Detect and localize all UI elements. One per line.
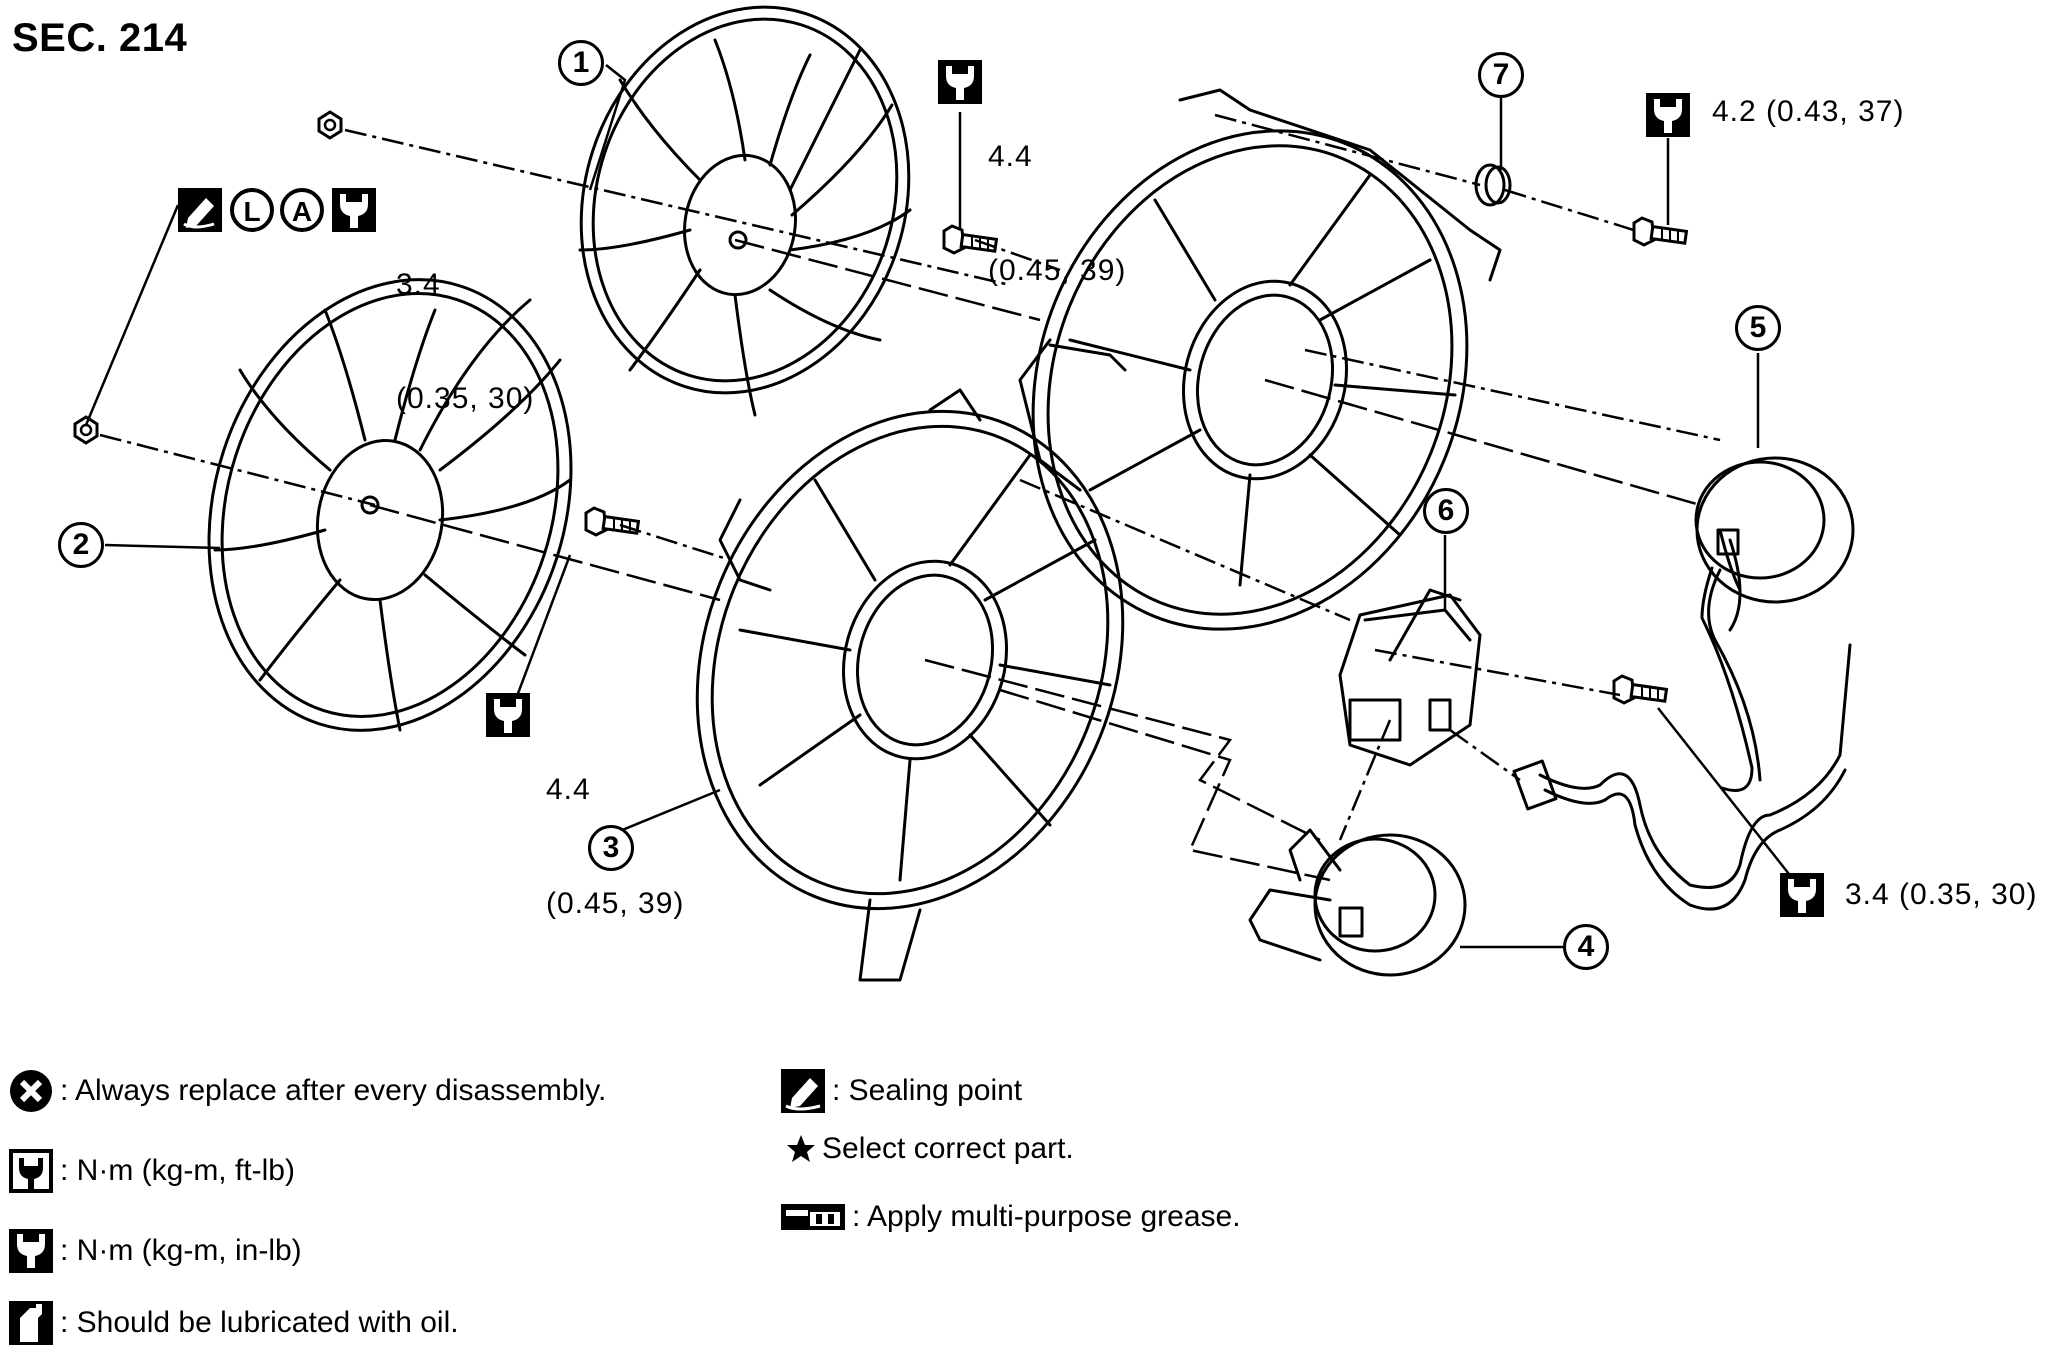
torque-units: (0.35, 30): [396, 382, 535, 415]
legend-replace: : Always replace after every disassembly…: [8, 1068, 606, 1114]
grease-gun-icon: [781, 1204, 845, 1230]
legend-text: : Should be lubricated with oil.: [60, 1306, 459, 1339]
legend-text: : Sealing point: [832, 1074, 1023, 1107]
torque-spec-resistor-bolt: 3.4 (0.35, 30): [1845, 878, 2038, 911]
torque-spec-lower-bolt: 4.4 (0.45, 39): [546, 695, 684, 961]
legend-text: : Always replace after every disassembly…: [60, 1074, 607, 1107]
star-icon: [787, 1135, 815, 1162]
fan-blade-1: [578, 5, 912, 417]
callout-7: 7: [1478, 52, 1524, 98]
callout-1: 1: [558, 40, 604, 86]
callout-4: 4: [1563, 924, 1609, 970]
wrench-filled-icon: [1780, 873, 1824, 917]
legend-text: : N·m (kg-m, ft-lb): [60, 1154, 295, 1187]
legend-text: Select correct part.: [822, 1132, 1074, 1165]
section-title: SEC. 214: [12, 16, 188, 60]
A-circle-icon: A: [280, 188, 324, 232]
legend-text: : N·m (kg-m, in-lb): [60, 1234, 302, 1267]
callout-3: 3: [588, 825, 634, 871]
legend-text: : Apply multi-purpose grease.: [852, 1200, 1241, 1233]
callout-6: 6: [1423, 488, 1469, 534]
grommet-7: [1474, 163, 1512, 207]
wrench-filled-icon: [1646, 93, 1690, 137]
legend-sealing: : Sealing point: [780, 1068, 1022, 1114]
torque-spec-upper-bolt: 4.4 (0.45, 39): [988, 62, 1126, 328]
fan-motor-4: [1248, 828, 1467, 977]
callout-2: 2: [58, 522, 104, 568]
legend-grease: : Apply multi-purpose grease.: [780, 1200, 1241, 1234]
wrench-filled-icon: [332, 188, 376, 232]
torque-units: (0.45, 39): [546, 887, 685, 920]
wrench-filled-icon: [938, 60, 982, 104]
L-circle-icon: L: [230, 188, 274, 232]
torque-value: 3.4: [396, 268, 441, 301]
wrench-filled-icon: [9, 1229, 53, 1273]
wire-harness: [1538, 643, 1852, 889]
fan-motor-5: [1694, 456, 1855, 792]
legend-torque-ftlb: : N·m (kg-m, ft-lb): [8, 1148, 295, 1194]
x-circle-icon: [10, 1070, 52, 1112]
wrench-outline-icon: [9, 1149, 53, 1193]
wrench-filled-icon: [486, 693, 530, 737]
fan-shroud-upper: [1018, 88, 1502, 662]
torque-spec-grommet-bolt: 4.2 (0.43, 37): [1712, 95, 1905, 128]
fan-resistor-6: [1338, 593, 1482, 767]
torque-value: 4.4: [546, 773, 591, 806]
callout-5: 5: [1735, 305, 1781, 351]
legend-oil: : Should be lubricated with oil.: [8, 1300, 459, 1346]
sealant-icon: [178, 188, 222, 232]
oil-can-icon: [9, 1301, 53, 1345]
sealant-icon: [781, 1069, 825, 1113]
svg-text:A: A: [292, 196, 312, 227]
legend-torque-inlb: : N·m (kg-m, in-lb): [8, 1228, 302, 1274]
torque-spec-fan2-nut: 3.4 (0.35, 30): [396, 190, 534, 456]
svg-text:L: L: [243, 196, 260, 227]
torque-units: (0.45, 39): [988, 254, 1127, 287]
fan-shroud-lower: [695, 388, 1125, 982]
torque-value: 4.4: [988, 140, 1033, 173]
fan-blade-2: [207, 278, 573, 732]
legend-select: Select correct part.: [786, 1132, 1074, 1166]
